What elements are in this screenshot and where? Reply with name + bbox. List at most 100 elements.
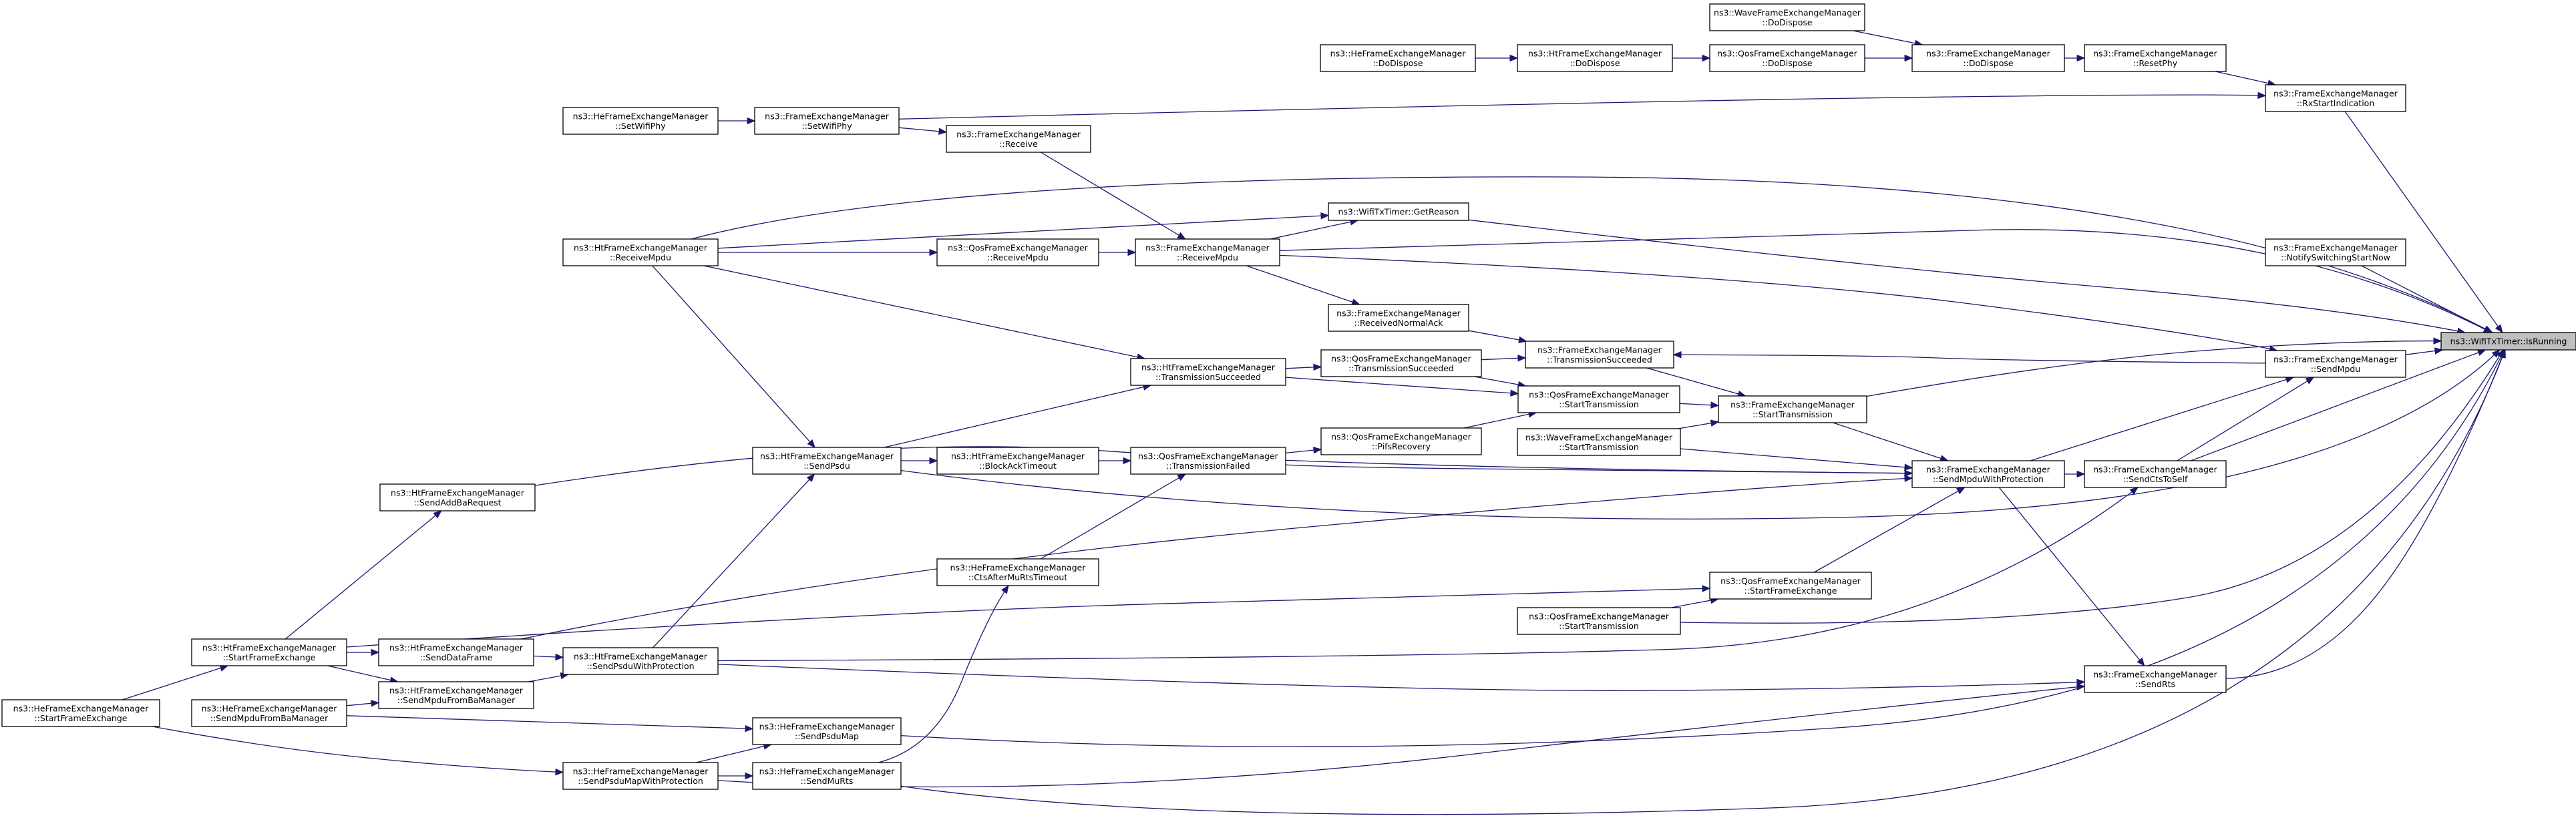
node-qos-receivempdu[interactable]: ns3::QosFrameExchangeManager::ReceiveMpd… — [936, 238, 1099, 266]
edge-arrowhead — [1177, 232, 1186, 240]
node-ht-blockacktimeout[interactable]: ns3::HtFrameExchangeManager::BlockAckTim… — [936, 447, 1099, 475]
node-label-line: ::SendDataFrame — [420, 652, 493, 662]
node-he-startfe[interactable]: ns3::HeFrameExchangeManager::StartFrameE… — [1, 699, 160, 727]
node-qos-starttx2[interactable]: ns3::QosFrameExchangeManager::StartTrans… — [1517, 607, 1681, 635]
node-fem-rxnormalack[interactable]: ns3::FrameExchangeManager::ReceivedNorma… — [1328, 304, 1469, 332]
edge-arrowhead — [2476, 349, 2487, 356]
node-ht-dodispose[interactable]: ns3::HtFrameExchangeManager::DoDispose — [1517, 44, 1673, 72]
node-box — [1709, 44, 1865, 72]
node-box — [562, 762, 719, 790]
node-label-line: ::SendPsduMapWithProtection — [578, 776, 703, 786]
edge-qos_receivempdu-to-fem_receivempdu — [1099, 248, 1137, 256]
node-fem-notifyswitch[interactable]: ns3::FrameExchangeManager::NotifySwitchi… — [2265, 238, 2406, 266]
node-box — [562, 647, 719, 675]
edge-line — [653, 473, 815, 648]
node-fem-starttx[interactable]: ns3::FrameExchangeManager::StartTransmis… — [1718, 395, 1867, 423]
node-label-line: ns3::FrameExchangeManager — [1537, 345, 1662, 355]
edge-he_startfe-to-he_sendpsdumapwp — [152, 726, 564, 776]
node-ht-sendaddba[interactable]: ns3::HtFrameExchangeManager::SendAddBaRe… — [379, 483, 536, 511]
node-qos-txfailed[interactable]: ns3::QosFrameExchangeManager::Transmissi… — [1130, 447, 1286, 475]
edge-ht_dodispose-to-qos_dodispose — [1672, 54, 1711, 62]
node-wave-dodispose[interactable]: ns3::WaveFrameExchangeManager::DoDispose — [1709, 3, 1865, 31]
node-wave-starttx[interactable]: ns3::WaveFrameExchangeManager::StartTran… — [1517, 428, 1681, 456]
node-box — [1130, 358, 1286, 386]
edge-arrowhead — [2076, 683, 2086, 691]
node-he-sendpsdumapwp[interactable]: ns3::HeFrameExchangeManager::SendPsduMap… — [562, 762, 719, 790]
edge-he_sendpsdumapwp-to-he_sendpsdumap — [696, 743, 772, 763]
node-he-sendmurts[interactable]: ns3::HeFrameExchangeManager::SendMuRts — [752, 762, 902, 790]
node-getreason[interactable]: ns3::WifiTxTimer::GetReason — [1328, 202, 1469, 221]
edge-arrowhead — [929, 457, 938, 465]
edge-line — [1040, 152, 1186, 240]
edge-ht_startfe-to-ht_senddataframe — [347, 648, 380, 656]
node-label-line: ns3::FrameExchangeManager — [2093, 464, 2217, 474]
node-box — [2265, 350, 2406, 378]
node-label-line: ns3::FrameExchangeManager — [2273, 88, 2398, 98]
node-fem-sendmpdu[interactable]: ns3::FrameExchangeManager::SendMpdu — [2265, 350, 2406, 378]
node-label-line: ns3::FrameExchangeManager — [1336, 308, 1461, 318]
node-ht-senddataframe[interactable]: ns3::HtFrameExchangeManager::SendDataFra… — [378, 638, 534, 666]
edge-arrowhead — [1320, 212, 1330, 220]
edge-line — [2190, 349, 2486, 461]
node-label-line: ns3::FrameExchangeManager — [2093, 48, 2217, 58]
edge-ht_sendpsdu-to-ht_txsucceeded — [884, 383, 1152, 448]
node-ht-txsucceeded[interactable]: ns3::HtFrameExchangeManager::Transmissio… — [1130, 358, 1286, 386]
edge-fem_setwifiphy-to-fem_rxstart — [898, 91, 2267, 120]
node-he-sendpsdumap[interactable]: ns3::HeFrameExchangeManager::SendPsduMap — [752, 717, 902, 745]
edge-arrowhead — [2433, 337, 2442, 345]
node-box — [936, 558, 1099, 586]
node-ht-sendpsduwp[interactable]: ns3::HtFrameExchangeManager::SendPsduWit… — [562, 647, 719, 675]
edge-arrowhead — [747, 117, 756, 125]
node-ht-receivempdu[interactable]: ns3::HtFrameExchangeManager::ReceiveMpdu — [562, 238, 719, 266]
node-isrunning[interactable]: ns3::WifiTxTimer::IsRunning — [2440, 332, 2576, 351]
node-label-line: ::ResetPhy — [2133, 58, 2178, 68]
node-ht-startfe[interactable]: ns3::HtFrameExchangeManager::StartFrameE… — [191, 638, 347, 666]
node-label-line: ::SendPsduMap — [795, 731, 859, 741]
node-box — [1517, 428, 1681, 456]
edge-fem_rxstart-to-isrunning — [2344, 111, 2503, 334]
edge-arrowhead — [1510, 389, 1519, 397]
node-fem-dodispose[interactable]: ns3::FrameExchangeManager::DoDispose — [1911, 44, 2065, 72]
node-ht-sendpsdu[interactable]: ns3::HtFrameExchangeManager::SendPsdu — [752, 447, 902, 475]
node-fem-sendctstoself[interactable]: ns3::FrameExchangeManager::SendCtsToSelf — [2084, 460, 2227, 488]
node-qos-startfe[interactable]: ns3::QosFrameExchangeManager::StartFrame… — [1709, 572, 1872, 600]
edge-ht_senddataframe-to-ht_sendpsduwp — [533, 653, 564, 661]
edge-line — [717, 664, 2085, 691]
node-fem-sendmpduwp[interactable]: ns3::FrameExchangeManager::SendMpduWithP… — [1911, 460, 2065, 488]
node-box — [2265, 238, 2406, 266]
node-fem-sendrts[interactable]: ns3::FrameExchangeManager::SendRts — [2084, 665, 2227, 693]
node-qos-txsucceeded[interactable]: ns3::QosFrameExchangeManager::Transmissi… — [1320, 349, 1482, 377]
node-fem-receive[interactable]: ns3::FrameExchangeManager::Receive — [946, 125, 1091, 153]
node-box — [1517, 44, 1673, 72]
node-qos-starttx1[interactable]: ns3::QosFrameExchangeManager::StartTrans… — [1517, 385, 1680, 413]
node-he-ctsaftermurts[interactable]: ns3::HeFrameExchangeManager::CtsAfterMuR… — [936, 558, 1099, 586]
node-he-dodispose[interactable]: ns3::HeFrameExchangeManager::DoDispose — [1320, 44, 1476, 72]
node-label-line: ::StartTransmission — [1753, 409, 1833, 419]
edge-he_sendpsdumapwp-to-he_sendmurts — [718, 772, 754, 780]
node-ht-sendmpdufromba[interactable]: ns3::HtFrameExchangeManager::SendMpduFro… — [378, 681, 534, 709]
edge-ht_receivempdu-to-qos_receivempdu — [718, 248, 938, 256]
edge-arrowhead — [929, 248, 938, 256]
node-label-line: ns3::FrameExchangeManager — [956, 129, 1081, 139]
node-fem-rxstart[interactable]: ns3::FrameExchangeManager::RxStartIndica… — [2265, 84, 2406, 112]
node-label-line: ns3::HeFrameExchangeManager — [759, 721, 896, 731]
node-label-line: ns3::HtFrameExchangeManager — [1528, 48, 1662, 58]
node-fem-setwifiphy[interactable]: ns3::FrameExchangeManager::SetWifiPhy — [754, 107, 900, 135]
edge-line — [1998, 487, 2145, 666]
edge-fem_dodispose-to-fem_resetphy — [2064, 54, 2086, 62]
edge-arrowhead — [2076, 678, 2086, 686]
node-qos-pifs[interactable]: ns3::QosFrameExchangeManager::PifsRecove… — [1320, 427, 1482, 455]
node-fem-receivempdu[interactable]: ns3::FrameExchangeManager::ReceiveMpdu — [1135, 238, 1280, 266]
node-fem-resetphy[interactable]: ns3::FrameExchangeManager::ResetPhy — [2084, 44, 2227, 72]
node-qos-dodispose[interactable]: ns3::QosFrameExchangeManager::DoDispose — [1709, 44, 1865, 72]
edge-line — [717, 487, 2139, 662]
node-label-line: ns3::FrameExchangeManager — [1926, 464, 2050, 474]
edge-ht_sendpsdu-to-ht_blockacktimeout — [901, 457, 938, 465]
node-he-sendmpdufromba[interactable]: ns3::HeFrameExchangeManager::SendMpduFro… — [191, 699, 347, 727]
edge-ht_sendpsduwp-to-ht_sendpsdu — [653, 473, 815, 648]
node-label-line: ::NotifySwitchingStartNow — [2281, 252, 2390, 262]
edge-fem_notifyswitch-to-isrunning — [2361, 265, 2493, 333]
node-he-setwifiphy[interactable]: ns3::HeFrameExchangeManager::SetWifiPhy — [562, 107, 719, 135]
node-fem-txsucceeded[interactable]: ns3::FrameExchangeManager::TransmissionS… — [1525, 341, 1674, 369]
node-label-line: ns3::WifiTxTimer::IsRunning — [2450, 337, 2567, 347]
